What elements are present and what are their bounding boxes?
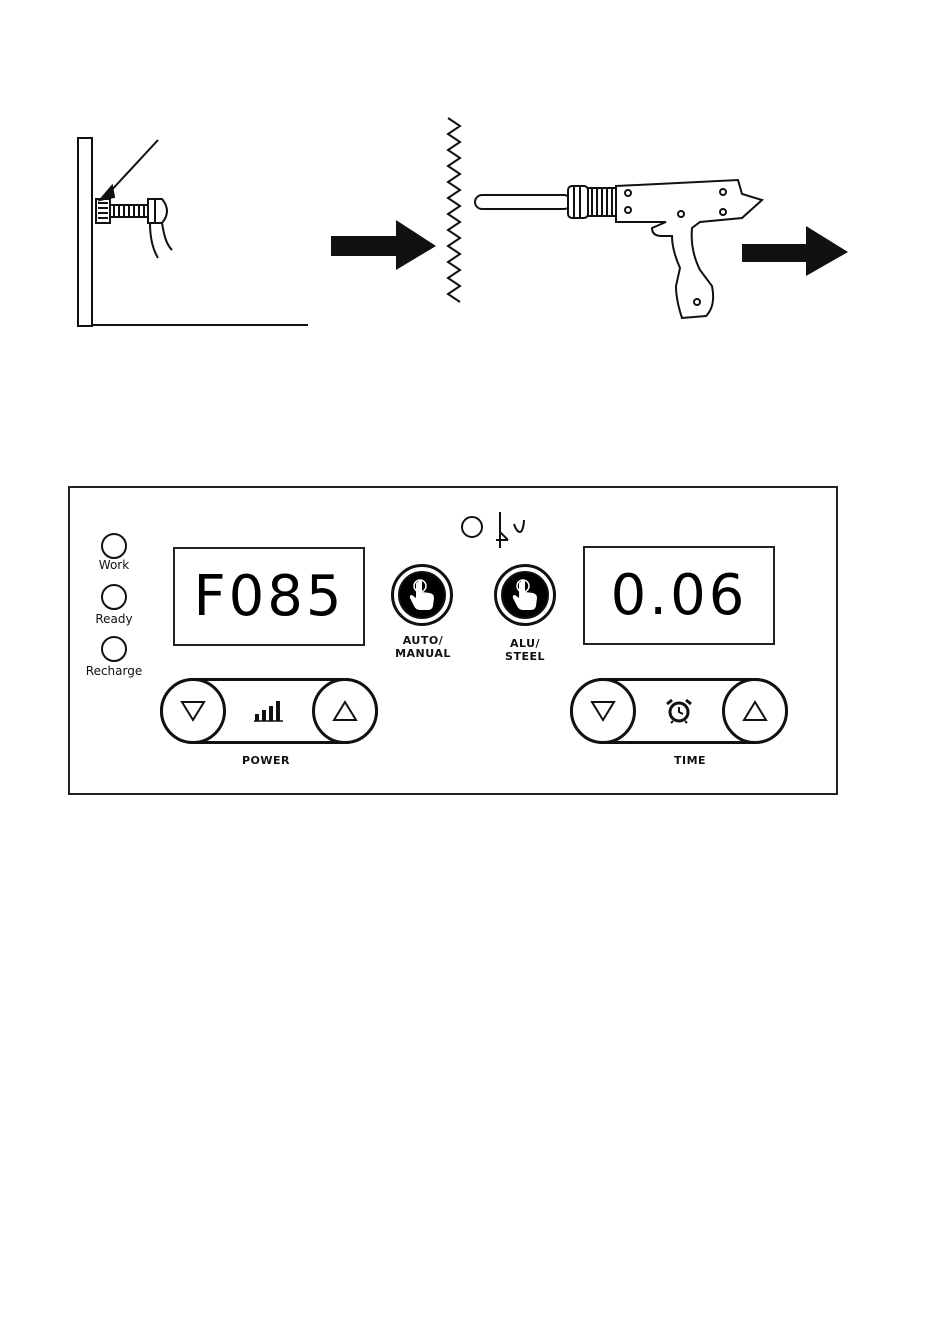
work-indicator xyxy=(101,533,127,559)
stud-welding-illustration xyxy=(0,0,934,340)
ready-indicator xyxy=(101,584,127,610)
time-display: 0.06 xyxy=(583,546,775,645)
cutting-symbol-icon xyxy=(494,510,530,550)
pointing-hand-icon xyxy=(406,578,438,612)
alu-steel-label: ALU/ STEEL xyxy=(485,637,565,663)
recharge-indicator xyxy=(101,636,127,662)
time-label: TIME xyxy=(650,754,730,767)
recharge-indicator-label: Recharge xyxy=(79,664,149,678)
alarm-clock-icon xyxy=(665,698,693,724)
arrow-right-icon xyxy=(742,226,848,276)
alu-steel-button[interactable] xyxy=(494,564,556,626)
time-down-button[interactable] xyxy=(570,678,636,744)
power-up-button[interactable] xyxy=(312,678,378,744)
auto-manual-label: AUTO/ MANUAL xyxy=(383,634,463,660)
time-control xyxy=(570,678,788,744)
triangle-up-icon xyxy=(332,699,358,723)
auto-manual-button[interactable] xyxy=(391,564,453,626)
triangle-up-icon xyxy=(742,699,768,723)
ready-indicator-label: Ready xyxy=(79,612,149,626)
control-panel: Work Ready Recharge F085 0.06 AUTO/ MANU… xyxy=(68,486,838,795)
triangle-down-icon xyxy=(180,699,206,723)
arrow-right-icon xyxy=(331,220,436,270)
wall-diagram xyxy=(78,138,308,326)
work-indicator-label: Work xyxy=(79,558,149,572)
time-up-button[interactable] xyxy=(722,678,788,744)
work-surface xyxy=(448,118,460,302)
power-control xyxy=(160,678,378,744)
power-display: F085 xyxy=(173,547,365,646)
power-down-button[interactable] xyxy=(160,678,226,744)
triangle-down-icon xyxy=(590,699,616,723)
alu-steel-indicator xyxy=(461,516,483,538)
welding-gun-icon xyxy=(475,180,762,318)
signal-bars-icon xyxy=(254,700,284,722)
pointing-hand-icon xyxy=(509,578,541,612)
power-label: POWER xyxy=(226,754,306,767)
